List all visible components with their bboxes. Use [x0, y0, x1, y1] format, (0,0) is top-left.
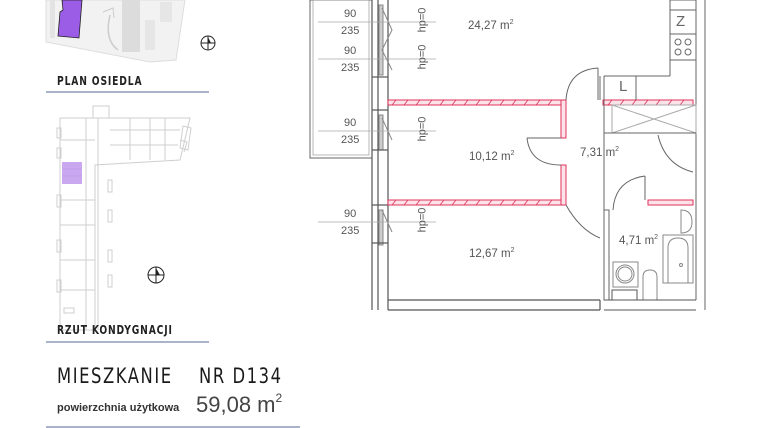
room-area-bedroom-1: 10,12 m2 [469, 150, 515, 163]
apartment-divider [46, 426, 300, 428]
north-compass-icon-floor [147, 266, 165, 284]
floor-plan-divider [46, 341, 209, 343]
room-area-bedroom-2: 12,67 m2 [469, 247, 515, 260]
wardrobe-icon: L [619, 78, 628, 95]
floor-plan-miniature [56, 105, 192, 331]
window-3-height: 235 [341, 134, 360, 146]
apartment-title: MIESZKANIE [57, 364, 173, 388]
window-3-width: 90 [344, 117, 357, 129]
site-plan-label: PLAN OSIEDLA [57, 74, 143, 88]
floor-plan-label: RZUT KONDYGNACJI [57, 323, 173, 337]
room-area-hall: 7,31 m2 [580, 146, 620, 159]
window-2-width: 90 [344, 45, 357, 57]
site-plan-divider [46, 91, 209, 93]
usable-area-value: 59,08 m2 [196, 390, 283, 417]
room-area-living: 24,27 m2 [468, 19, 514, 32]
partition-walls [387, 99, 694, 206]
apartment-floor-plan [309, 0, 706, 311]
floor-plan-highlighted-unit [62, 162, 82, 184]
window-4-sill: hp=0 [416, 207, 429, 233]
window-2-sill: hp=0 [416, 44, 429, 70]
window-1-sill: hp=0 [416, 7, 429, 33]
apartment-number: NR D134 [199, 364, 283, 388]
window-1-width: 90 [344, 8, 357, 20]
site-plan-highlighted-building [57, 0, 83, 39]
window-4-width: 90 [344, 208, 357, 220]
window-4-height: 235 [341, 225, 360, 237]
window-2-height: 235 [341, 62, 360, 74]
window-3-sill: hp=0 [416, 116, 429, 142]
north-compass-icon [200, 35, 216, 51]
room-area-bathroom: 4,71 m2 [619, 234, 659, 247]
usable-area-label: powierzchnia użytkowa [57, 402, 180, 414]
fridge-icon: Z [676, 13, 686, 30]
window-1-height: 235 [341, 25, 360, 37]
